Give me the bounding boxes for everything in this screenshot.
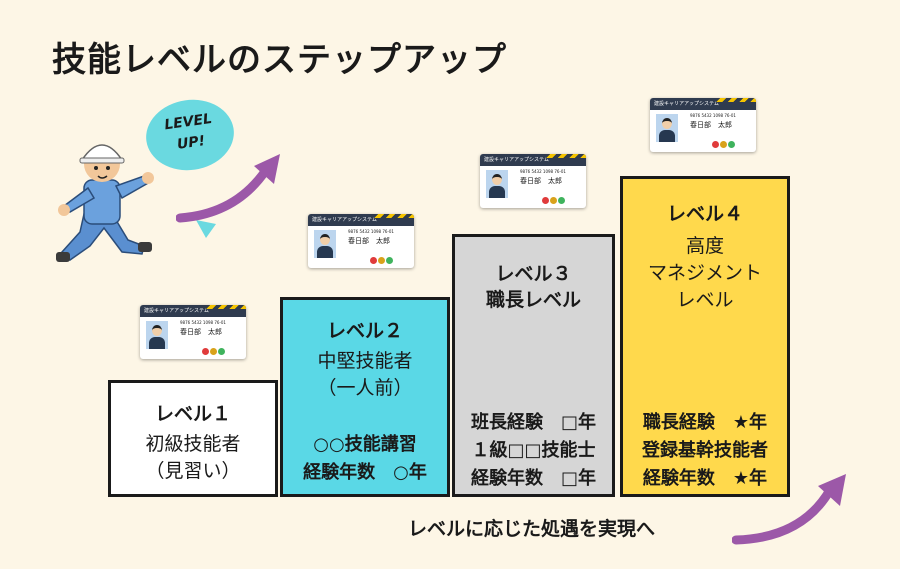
level-name-line: （一人前） — [317, 377, 413, 399]
level-name-line: 中堅技能者 — [317, 350, 413, 372]
level-name-line: 高度 — [685, 235, 724, 257]
level-name-line: （見習い） — [145, 460, 241, 482]
level-requirement: 登録基幹技能者 — [642, 440, 768, 461]
level-2-box: レベル２ 中堅技能者 （一人前） ○○技能講習 経験年数 ○年 — [280, 297, 450, 497]
level-requirement: 班長経験 □年 — [470, 412, 596, 433]
arrow-up-icon — [176, 154, 280, 223]
arrow-up-icon — [732, 474, 846, 545]
level-name-line: 初級技能者 — [145, 433, 241, 455]
page-title: 技能レベルのステップアップ — [52, 40, 507, 80]
level-name-line: レベル — [676, 289, 734, 311]
level-label: レベル２ — [326, 320, 403, 342]
level-name-line: マネジメント — [647, 262, 762, 284]
level-1-box: レベル１ 初級技能者 （見習い） — [108, 380, 278, 497]
level-label: レベル１ — [154, 403, 231, 425]
level-requirement: 経験年数 ★年 — [642, 468, 768, 489]
level-4-box: レベル４ 高度 マネジメント レベル 職長経験 ★年 登録基幹技能者 経験年数 … — [620, 176, 790, 497]
level-3-box: レベル３ 職長レベル 班長経験 □年 １級□□技能士 経験年数 □年 — [452, 234, 615, 497]
level-requirement: 職長経験 ★年 — [642, 412, 768, 433]
level-requirement: １級□□技能士 — [471, 440, 596, 461]
level-requirement: ○○技能講習 — [313, 434, 417, 455]
worker-running-icon — [56, 144, 154, 262]
level-requirement: 経験年数 □年 — [470, 468, 596, 489]
level-requirement: 経験年数 ○年 — [303, 462, 427, 483]
level-name-line: 職長レベル — [485, 289, 581, 311]
level-label: レベル３ — [495, 263, 572, 285]
slogan-text: レベルに応じた処遇を実現へ — [408, 518, 656, 540]
level-label: レベル４ — [666, 203, 743, 225]
